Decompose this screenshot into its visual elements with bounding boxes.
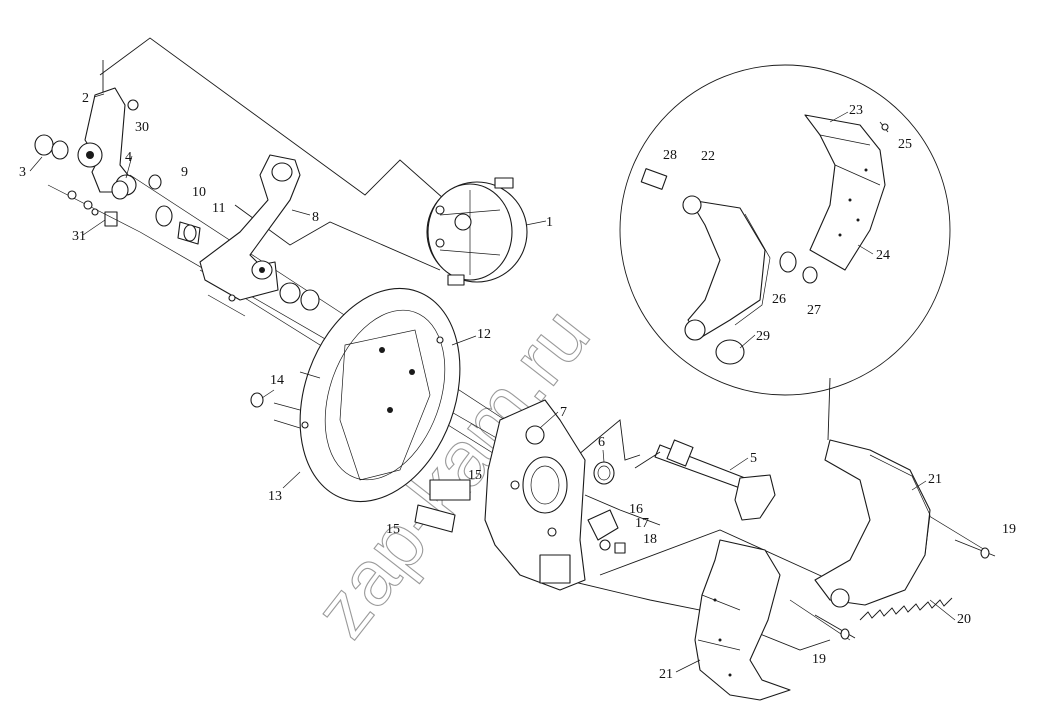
callout-27: 27 xyxy=(807,303,821,318)
bushing-29 xyxy=(715,339,745,365)
callout-9: 9 xyxy=(181,165,188,180)
anchor-pins-15 xyxy=(414,479,471,533)
callout-labels: 1 2 3 4 5 6 7 8 9 10 11 12 13 14 15 15 1… xyxy=(19,91,1016,682)
callout-10: 10 xyxy=(192,185,206,200)
callout-20: 20 xyxy=(957,612,971,627)
brake-spider-7 xyxy=(484,399,586,591)
callout-18: 18 xyxy=(643,532,657,547)
bolts-14 xyxy=(250,371,321,429)
rivet-25 xyxy=(879,121,889,133)
brake-chamber xyxy=(426,177,528,286)
callout-11: 11 xyxy=(212,201,225,216)
callout-6: 6 xyxy=(598,435,605,450)
washers-3 xyxy=(34,134,69,160)
shoe-21-bottom xyxy=(694,539,791,701)
callout-13: 13 xyxy=(268,489,282,504)
detail-circle xyxy=(619,64,951,396)
callout-28: 28 xyxy=(663,148,677,163)
callout-8: 8 xyxy=(312,210,319,225)
label-leaders xyxy=(29,93,956,673)
shoe-detail-22 xyxy=(682,195,771,341)
callout-15b: 15 xyxy=(386,522,400,537)
ring-4 xyxy=(111,174,137,200)
callout-16: 16 xyxy=(629,502,643,517)
lining-23-24 xyxy=(804,114,886,271)
callout-23: 23 xyxy=(849,103,863,118)
bushings-9-11 xyxy=(148,174,201,245)
shoe-21-right xyxy=(814,439,931,608)
callout-21b: 21 xyxy=(659,667,673,682)
callout-2: 2 xyxy=(82,91,89,106)
callout-19a: 19 xyxy=(1002,522,1016,537)
small-bolts-31 xyxy=(47,184,141,233)
callout-14: 14 xyxy=(270,373,284,388)
callout-17: 17 xyxy=(635,516,649,531)
return-spring-20 xyxy=(859,597,953,621)
slack-adjuster xyxy=(77,60,139,193)
pin-28 xyxy=(640,168,668,190)
callout-5: 5 xyxy=(750,451,757,466)
callout-25: 25 xyxy=(898,137,912,152)
camshaft-5 xyxy=(634,439,776,521)
callout-15a: 15 xyxy=(468,468,482,483)
callout-4: 4 xyxy=(125,150,132,165)
lock-plate-16-18 xyxy=(587,509,626,554)
pin-19-upper xyxy=(954,539,996,559)
callout-24: 24 xyxy=(876,248,890,263)
axle-rings xyxy=(207,282,320,317)
callout-26: 26 xyxy=(772,292,786,307)
seal-6 xyxy=(593,461,615,485)
bracket-8 xyxy=(199,154,301,301)
roller-26-27 xyxy=(779,251,818,284)
callout-22: 22 xyxy=(701,149,715,164)
callout-29: 29 xyxy=(756,329,770,344)
callout-19b: 19 xyxy=(812,652,826,667)
dust-shield xyxy=(299,287,461,503)
callout-1: 1 xyxy=(546,215,553,230)
callout-3: 3 xyxy=(19,165,26,180)
callout-31: 31 xyxy=(72,229,86,244)
pin-19-lower xyxy=(814,614,856,640)
callout-7: 7 xyxy=(560,405,567,420)
callout-21a: 21 xyxy=(928,472,942,487)
callout-30: 30 xyxy=(135,120,149,135)
callout-12: 12 xyxy=(477,327,491,342)
